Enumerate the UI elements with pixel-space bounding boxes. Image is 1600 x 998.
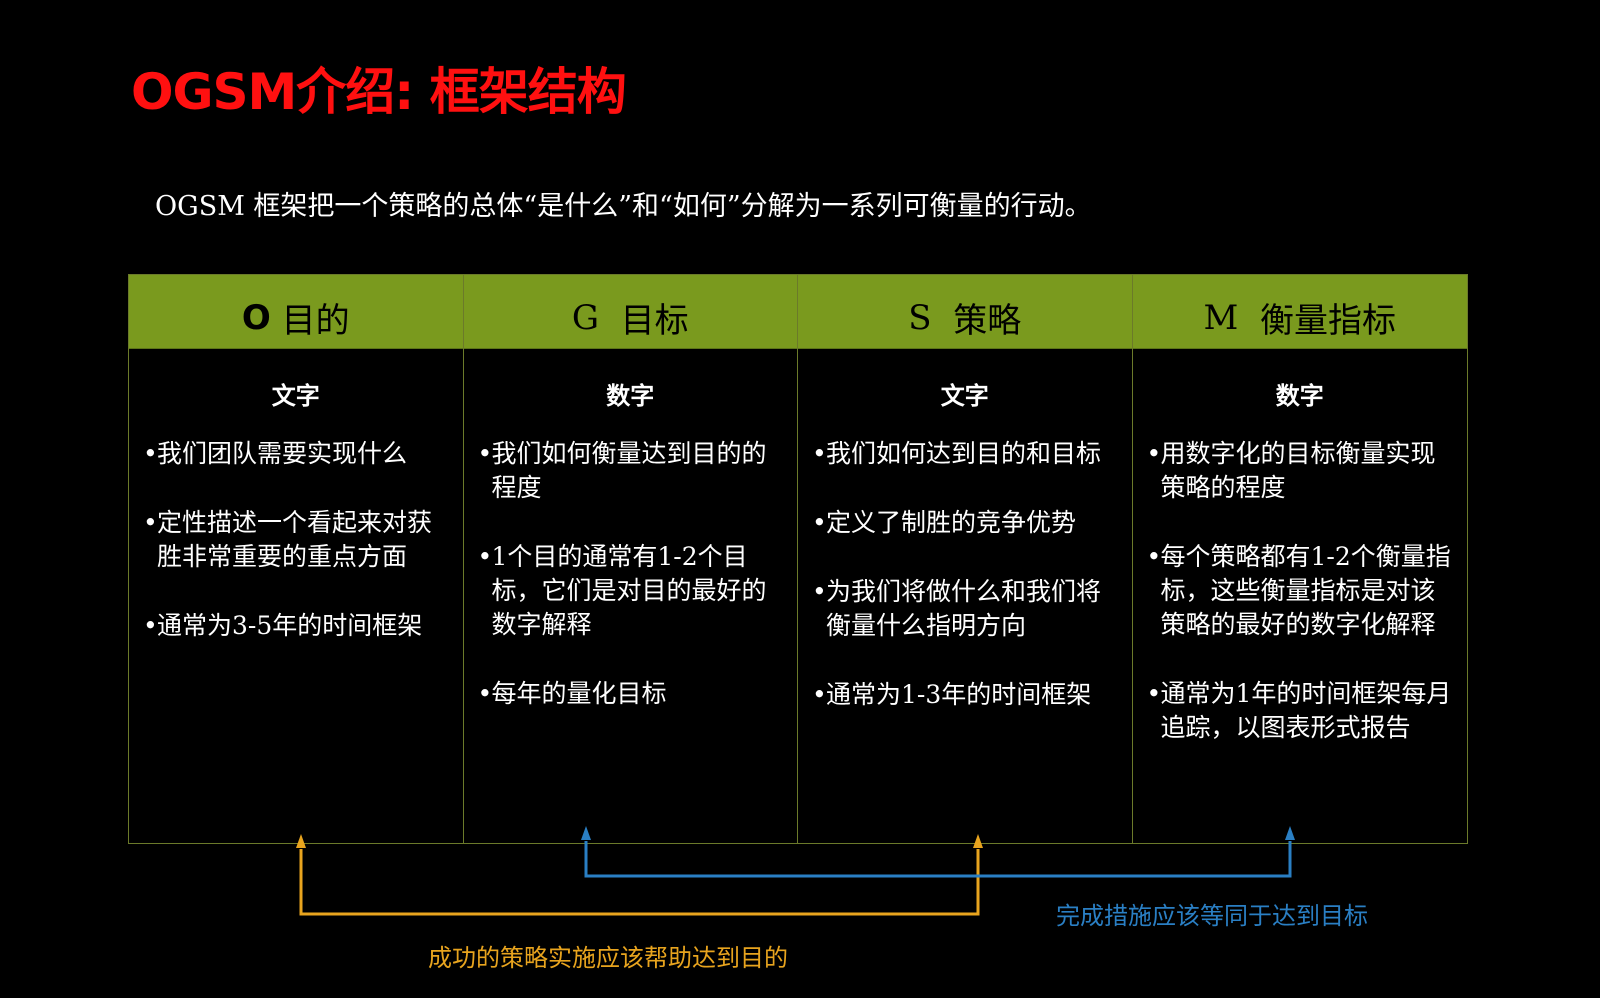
blue-arrowhead-right bbox=[1285, 826, 1295, 840]
bullet-item: 每年的量化目标 bbox=[478, 677, 784, 711]
bullet-item: 用数字化的目标衡量实现策略的程度 bbox=[1147, 437, 1454, 505]
column-letter: O bbox=[241, 297, 271, 338]
column-header-strategies: S 策略 bbox=[798, 275, 1132, 349]
yellow-connector-label: 成功的策略实施应该帮助达到目的 bbox=[428, 944, 788, 972]
column-type: 文字 bbox=[940, 382, 989, 410]
blue-connector-line bbox=[584, 841, 1292, 878]
column-header-measures: M 衡量指标 bbox=[1132, 275, 1467, 349]
bullet-item: 通常为1年的时间框架每月追踪，以图表形式报告 bbox=[1147, 677, 1454, 745]
column-goals: G 目标 数字 我们如何衡量达到目的的程度 1个目的通常有1-2个目标，它们是对… bbox=[463, 275, 798, 843]
column-type: 数字 bbox=[606, 382, 655, 410]
bullet-item: 我们如何达到目的和目标 bbox=[812, 437, 1118, 471]
column-measures: M 衡量指标 数字 用数字化的目标衡量实现策略的程度 每个策略都有1-2个衡量指… bbox=[1132, 275, 1468, 843]
column-name: 目的 bbox=[281, 301, 350, 341]
column-strategies: S 策略 文字 我们如何达到目的和目标 定义了制胜的竞争优势 为我们将做什么和我… bbox=[798, 275, 1133, 843]
column-header-goals: G 目标 bbox=[463, 275, 797, 349]
yellow-arrowhead-right bbox=[973, 834, 983, 848]
bullet-item: 定义了制胜的竞争优势 bbox=[812, 506, 1118, 540]
column-name: 策略 bbox=[953, 301, 1022, 341]
ogsm-framework-table: O 目的 文字 我们团队需要实现什么 定性描述一个看起来对获胜非常重要的重点方面… bbox=[128, 274, 1468, 844]
bullet-item: 我们如何衡量达到目的的程度 bbox=[478, 437, 784, 505]
bullet-item: 通常为1-3年的时间框架 bbox=[812, 678, 1118, 712]
column-type: 文字 bbox=[271, 382, 320, 410]
column-name: 衡量指标 bbox=[1259, 301, 1396, 341]
blue-connector-label: 完成措施应该等同于达到目标 bbox=[1056, 902, 1368, 930]
yellow-arrowhead-left bbox=[296, 834, 306, 848]
bullet-list: 我们如何衡量达到目的的程度 1个目的通常有1-2个目标，它们是对目的最好的数字解… bbox=[464, 437, 798, 711]
bullet-item: 通常为3-5年的时间框架 bbox=[143, 609, 449, 643]
page-title: OGSM介绍: 框架结构 bbox=[131, 63, 627, 121]
blue-arrowhead-left bbox=[581, 826, 591, 840]
column-type: 数字 bbox=[1275, 382, 1324, 410]
column-name: 目标 bbox=[620, 301, 689, 341]
bullet-list: 我们团队需要实现什么 定性描述一个看起来对获胜非常重要的重点方面 通常为3-5年… bbox=[129, 437, 463, 643]
bullet-item: 我们团队需要实现什么 bbox=[143, 437, 449, 471]
bullet-item: 定性描述一个看起来对获胜非常重要的重点方面 bbox=[143, 506, 449, 574]
column-objective: O 目的 文字 我们团队需要实现什么 定性描述一个看起来对获胜非常重要的重点方面… bbox=[129, 275, 464, 843]
bullet-list: 用数字化的目标衡量实现策略的程度 每个策略都有1-2个衡量指标，这些衡量指标是对… bbox=[1133, 437, 1468, 745]
column-letter: S bbox=[908, 297, 932, 338]
bullet-item: 1个目的通常有1-2个目标，它们是对目的最好的数字解释 bbox=[478, 540, 784, 642]
yellow-connector-line bbox=[299, 849, 980, 916]
bullet-item: 每个策略都有1-2个衡量指标，这些衡量指标是对该策略的最好的数字化解释 bbox=[1147, 540, 1454, 642]
bullet-item: 为我们将做什么和我们将衡量什么指明方向 bbox=[812, 575, 1118, 643]
column-letter: G bbox=[571, 297, 600, 338]
bullet-list: 我们如何达到目的和目标 定义了制胜的竞争优势 为我们将做什么和我们将衡量什么指明… bbox=[798, 437, 1132, 712]
column-header-objective: O 目的 bbox=[129, 275, 463, 349]
page-subtitle: OGSM 框架把一个策略的总体“是什么”和“如何”分解为一系列可衡量的行动。 bbox=[155, 191, 1092, 222]
column-letter: M bbox=[1203, 297, 1239, 338]
